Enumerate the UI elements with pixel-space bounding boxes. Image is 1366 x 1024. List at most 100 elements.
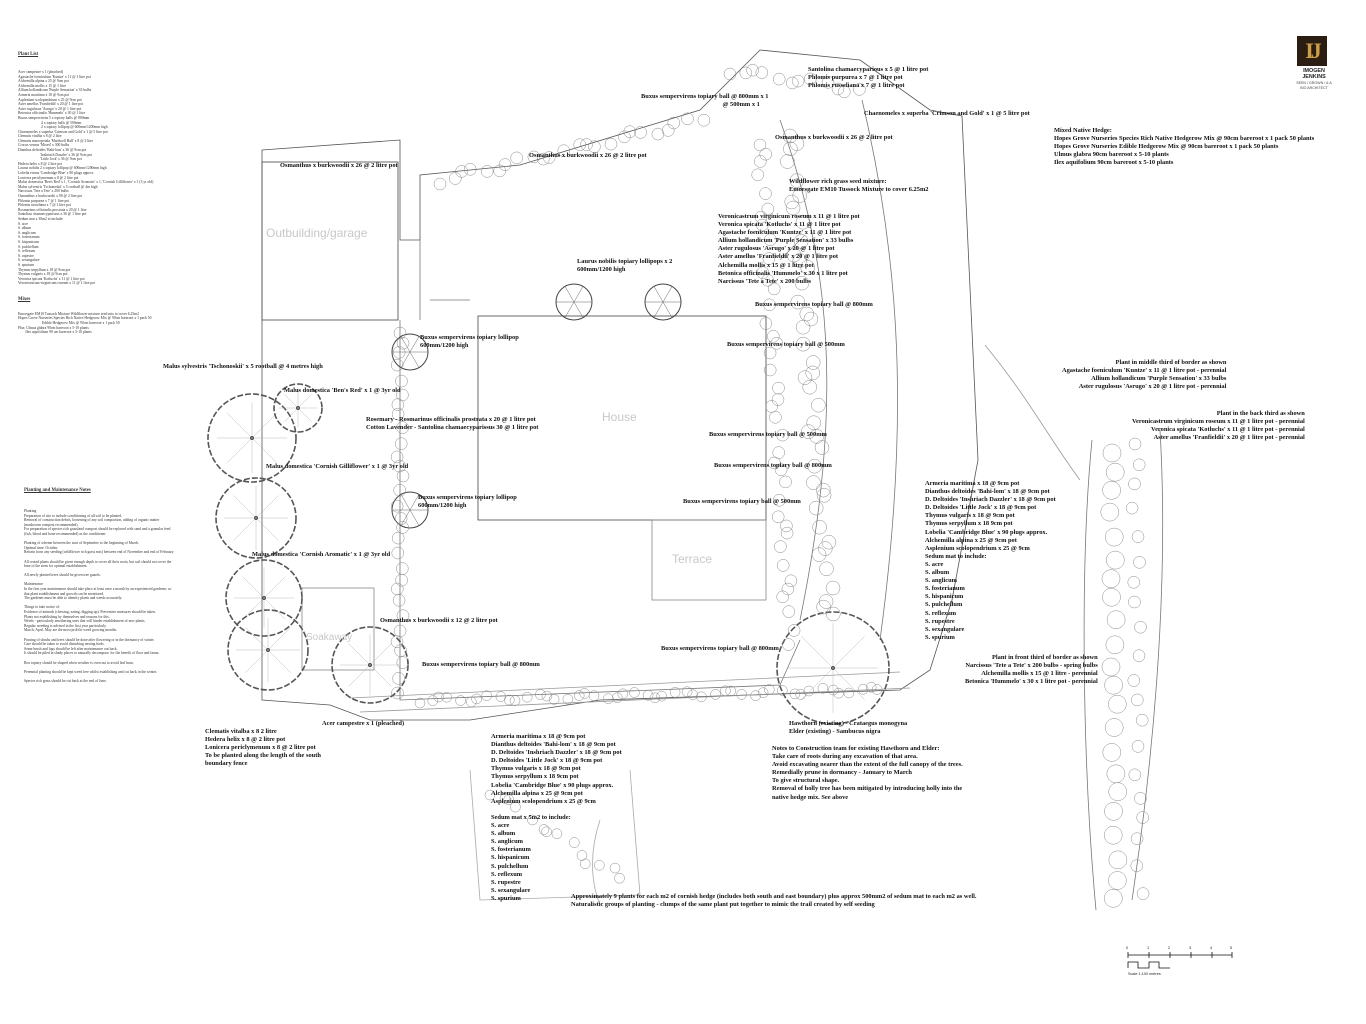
shrub-mark [771, 510, 785, 524]
shrub-mark [562, 693, 574, 705]
shrub-mark [396, 656, 410, 669]
label-plant-middle: Plant in middle third of border as shown… [1062, 359, 1227, 391]
shrub-mark [818, 541, 833, 556]
shrub-mark [510, 151, 523, 165]
border-detail-strip [1083, 429, 1164, 911]
shrub-mark [557, 144, 571, 157]
shrub-mark [393, 624, 407, 638]
shrub-mark [427, 695, 439, 706]
cornish-hedge-detail [469, 769, 641, 901]
shrub-mark [391, 582, 404, 596]
shrub-mark [795, 689, 806, 700]
shrub-mark [1108, 694, 1127, 714]
shrub-mark [509, 695, 521, 706]
shrub-mark [812, 519, 827, 535]
shrub-mark [481, 690, 492, 701]
shrub-mark [696, 691, 707, 703]
shrub-mark [681, 686, 693, 697]
scale-tick-5: 5 [1230, 946, 1233, 950]
shrub-mark [396, 609, 410, 622]
shrub-mark [828, 684, 839, 696]
shrub-mark [1104, 527, 1124, 547]
shrub-mark [609, 862, 621, 874]
shrub-mark [697, 113, 711, 127]
shrub-mark [818, 594, 834, 609]
tree-canopy [207, 393, 297, 483]
shrub-mark [1136, 887, 1150, 900]
shrub-mark [772, 72, 786, 86]
shrub-mark [661, 124, 675, 137]
shrub-mark [790, 294, 806, 310]
shrub-mark [811, 397, 826, 413]
scale-tick-2: 2 [1168, 946, 1171, 950]
shrub-mark [780, 526, 794, 540]
shrub-mark [1104, 675, 1123, 695]
shrub-mark [774, 463, 788, 476]
garden-boundary [261, 49, 979, 721]
scale-tick-3: 3 [1189, 946, 1192, 950]
shrub-mark [838, 85, 851, 99]
label-laurus: Laurus nobilis topiary lollipops x 2 600… [577, 258, 673, 274]
shrub-mark [816, 482, 831, 498]
shrub-mark [720, 685, 731, 697]
shrub-mark [1128, 768, 1142, 782]
shrub-mark [535, 689, 546, 700]
shrub-mark [753, 138, 767, 152]
shrub-mark [781, 582, 795, 596]
shrub-mark [580, 138, 593, 151]
tree-canopy [273, 383, 323, 433]
east-border-outer [861, 99, 898, 641]
shrub-mark [391, 686, 404, 700]
shrub-mark [831, 82, 845, 96]
shrub-mark [772, 494, 786, 507]
maintenance-notes-title: Planting and Maintenance Notes [24, 488, 91, 494]
shrub-mark [865, 681, 877, 693]
shrub-mark [471, 693, 482, 705]
shrub-mark [618, 130, 631, 144]
shrub-mark [806, 475, 821, 490]
shrub-mark [1128, 595, 1141, 609]
shrub-mark [603, 693, 614, 704]
shrub-mark [762, 252, 776, 265]
shrub-mark [392, 346, 406, 359]
shrub-mark [1125, 501, 1139, 515]
shrub-mark [393, 326, 407, 340]
shrub-mark [617, 688, 629, 700]
shrub-mark [1134, 620, 1147, 634]
shrub-mark [541, 826, 552, 838]
label-buxus-lollipop-low: Buxus sempervirens topiary lollipop 600m… [418, 494, 517, 510]
shrub-mark [789, 136, 805, 151]
shrub-mark [629, 687, 640, 698]
shrub-mark [527, 814, 538, 826]
label-buxus-lollipop-top: Buxus sempervirens topiary lollipop 600m… [420, 334, 519, 350]
shrub-mark [1128, 477, 1141, 491]
shrub-mark [755, 66, 769, 79]
label-osmanthus-left: Osmanthus x burkwoodii x 26 @ 2 litre po… [280, 162, 398, 169]
shrub-mark [786, 76, 799, 90]
shrub-mark [794, 275, 810, 291]
shrub-mark [801, 424, 816, 439]
label-buxus-500-c: Buxus sempervirens topiary ball @ 500mm [683, 498, 801, 505]
tree-canopy [215, 477, 297, 559]
label-buxus-ball-top: Buxus sempervirens topiary ball @ 800mm … [641, 93, 769, 109]
shrub-mark [786, 247, 802, 263]
shrub-mark [396, 336, 410, 350]
shrub-mark [811, 547, 827, 562]
shrub-mark [1102, 743, 1122, 762]
shrub-mark [498, 158, 512, 171]
label-buxus-800-d: Buxus sempervirens topiary ball @ 800mm [422, 661, 540, 668]
shrub-mark [802, 379, 817, 395]
label-plant-back: Plant in the back third as shown Veronic… [1132, 410, 1305, 442]
shrub-mark [784, 194, 799, 210]
shrub-mark [390, 358, 404, 372]
shrub-mark [803, 685, 815, 697]
shrub-mark [756, 266, 770, 279]
shrub-mark [396, 562, 409, 575]
shrub-mark [783, 141, 798, 157]
building-label-soakaway: Soakaway [306, 632, 353, 643]
shrub-mark [785, 200, 801, 216]
shrub-mark [1102, 443, 1122, 463]
label-mixed-hedge: Mixed Native Hedge: Hopes Grove Nurserie… [1054, 127, 1315, 167]
building-label-garage: Outbuilding/garage [266, 226, 368, 240]
shrub-mark [871, 684, 883, 695]
